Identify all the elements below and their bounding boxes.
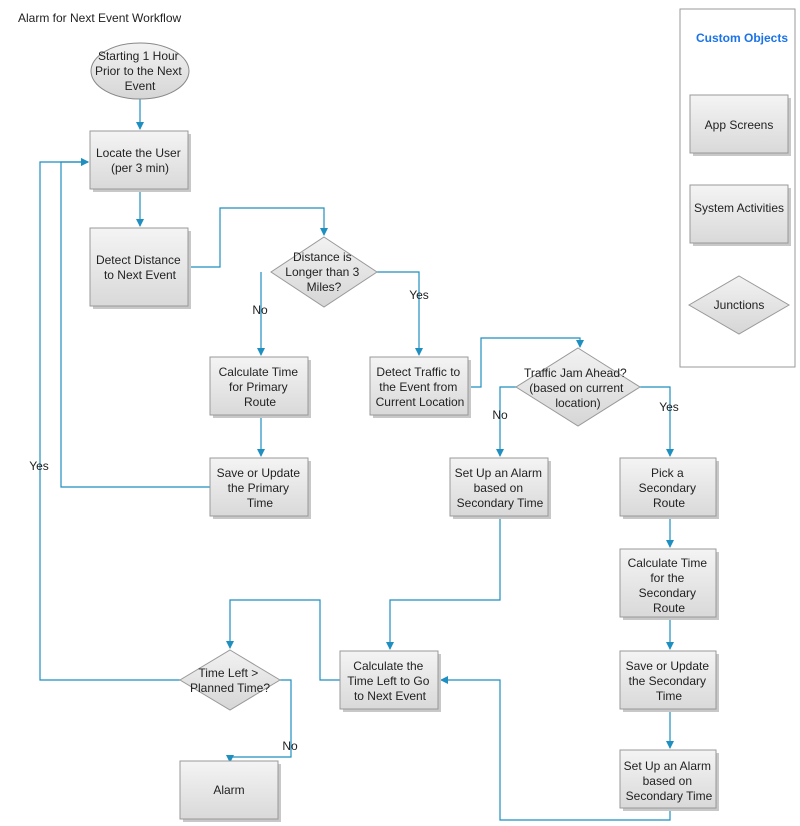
time-left-decision-label: Time Left > Planned Time? xyxy=(190,666,270,695)
calc-secondary-node: Calculate Time for the Secondary Route xyxy=(619,548,719,620)
traffic-yes-label: Yes xyxy=(659,400,679,414)
legend-junctions xyxy=(688,275,790,335)
traffic-decision-label: Traffic Jam Ahead? (based on current loc… xyxy=(524,366,630,410)
save-primary-node: Save or Update the Primary Time xyxy=(209,457,311,519)
alarm-secondary-right-label: Set Up an Alarm based on Secondary Time xyxy=(624,759,715,803)
legend-system-activities-label: System Activities xyxy=(694,201,784,215)
legend-app-screens-label: App Screens xyxy=(705,118,774,132)
locate-user-node: Locate the User (per 3 min) xyxy=(89,130,191,192)
legend-app-screens xyxy=(689,94,789,154)
pick-secondary-label: Pick a Secondary Route xyxy=(639,466,700,510)
calc-time-left-node: Calculate the Time Left to Go to Next Ev… xyxy=(339,650,441,712)
calc-time-left-label: Calculate the Time Left to Go to Next Ev… xyxy=(347,659,433,703)
alarm-secondary-right-node: Set Up an Alarm based on Secondary Time xyxy=(619,749,719,811)
start-node: Starting 1 Hour Prior to the Next Event xyxy=(90,42,190,100)
time-yes-label: Yes xyxy=(29,459,49,473)
traffic-decision: Traffic Jam Ahead? (based on current loc… xyxy=(515,347,641,427)
alarm-secondary-left-label: Set Up an Alarm based on Secondary Time xyxy=(455,466,546,510)
locate-user-label: Locate the User (per 3 min) xyxy=(96,146,184,175)
alarm-secondary-left-node: Set Up an Alarm based on Secondary Time xyxy=(449,457,551,519)
legend-system-activities xyxy=(689,184,789,244)
calc-secondary-label: Calculate Time for the Secondary Route xyxy=(628,556,711,615)
detect-distance-node: Detect Distance to Next Event xyxy=(89,227,191,309)
traffic-no-label: No xyxy=(492,408,508,422)
pick-secondary-node: Pick a Secondary Route xyxy=(619,457,719,519)
legend-panel: Custom Objects App Screens System Activi… xyxy=(679,8,796,368)
alarm-node: Alarm xyxy=(179,760,281,822)
start-node-label: Starting 1 Hour Prior to the Next Event xyxy=(95,49,185,93)
save-secondary-label: Save or Update the Secondary Time xyxy=(626,659,713,703)
detect-traffic-label: Detect Traffic to the Event from Current… xyxy=(376,365,465,409)
detect-traffic-node: Detect Traffic to the Event from Current… xyxy=(369,356,471,418)
calc-primary-label: Calculate Time for Primary Route xyxy=(219,365,302,409)
page-title: Alarm for Next Event Workflow xyxy=(18,11,181,25)
alarm-label: Alarm xyxy=(213,783,244,797)
time-left-decision: Time Left > Planned Time? xyxy=(179,649,281,711)
legend-junctions-label: Junctions xyxy=(714,298,765,312)
distance-yes-label: Yes xyxy=(409,288,429,302)
distance-no-label: No xyxy=(252,303,268,317)
connectors xyxy=(39,97,674,821)
distance-decision-label: Distance is Longer than 3 Miles? xyxy=(285,250,362,294)
distance-decision: Distance is Longer than 3 Miles? xyxy=(270,236,378,308)
calc-primary-node: Calculate Time for Primary Route xyxy=(209,356,311,418)
save-secondary-node: Save or Update the Secondary Time xyxy=(619,650,719,712)
time-no-label: No xyxy=(282,739,298,753)
legend-title: Custom Objects xyxy=(696,31,788,45)
detect-distance-label: Detect Distance to Next Event xyxy=(96,253,184,282)
save-primary-label: Save or Update the Primary Time xyxy=(217,466,304,510)
